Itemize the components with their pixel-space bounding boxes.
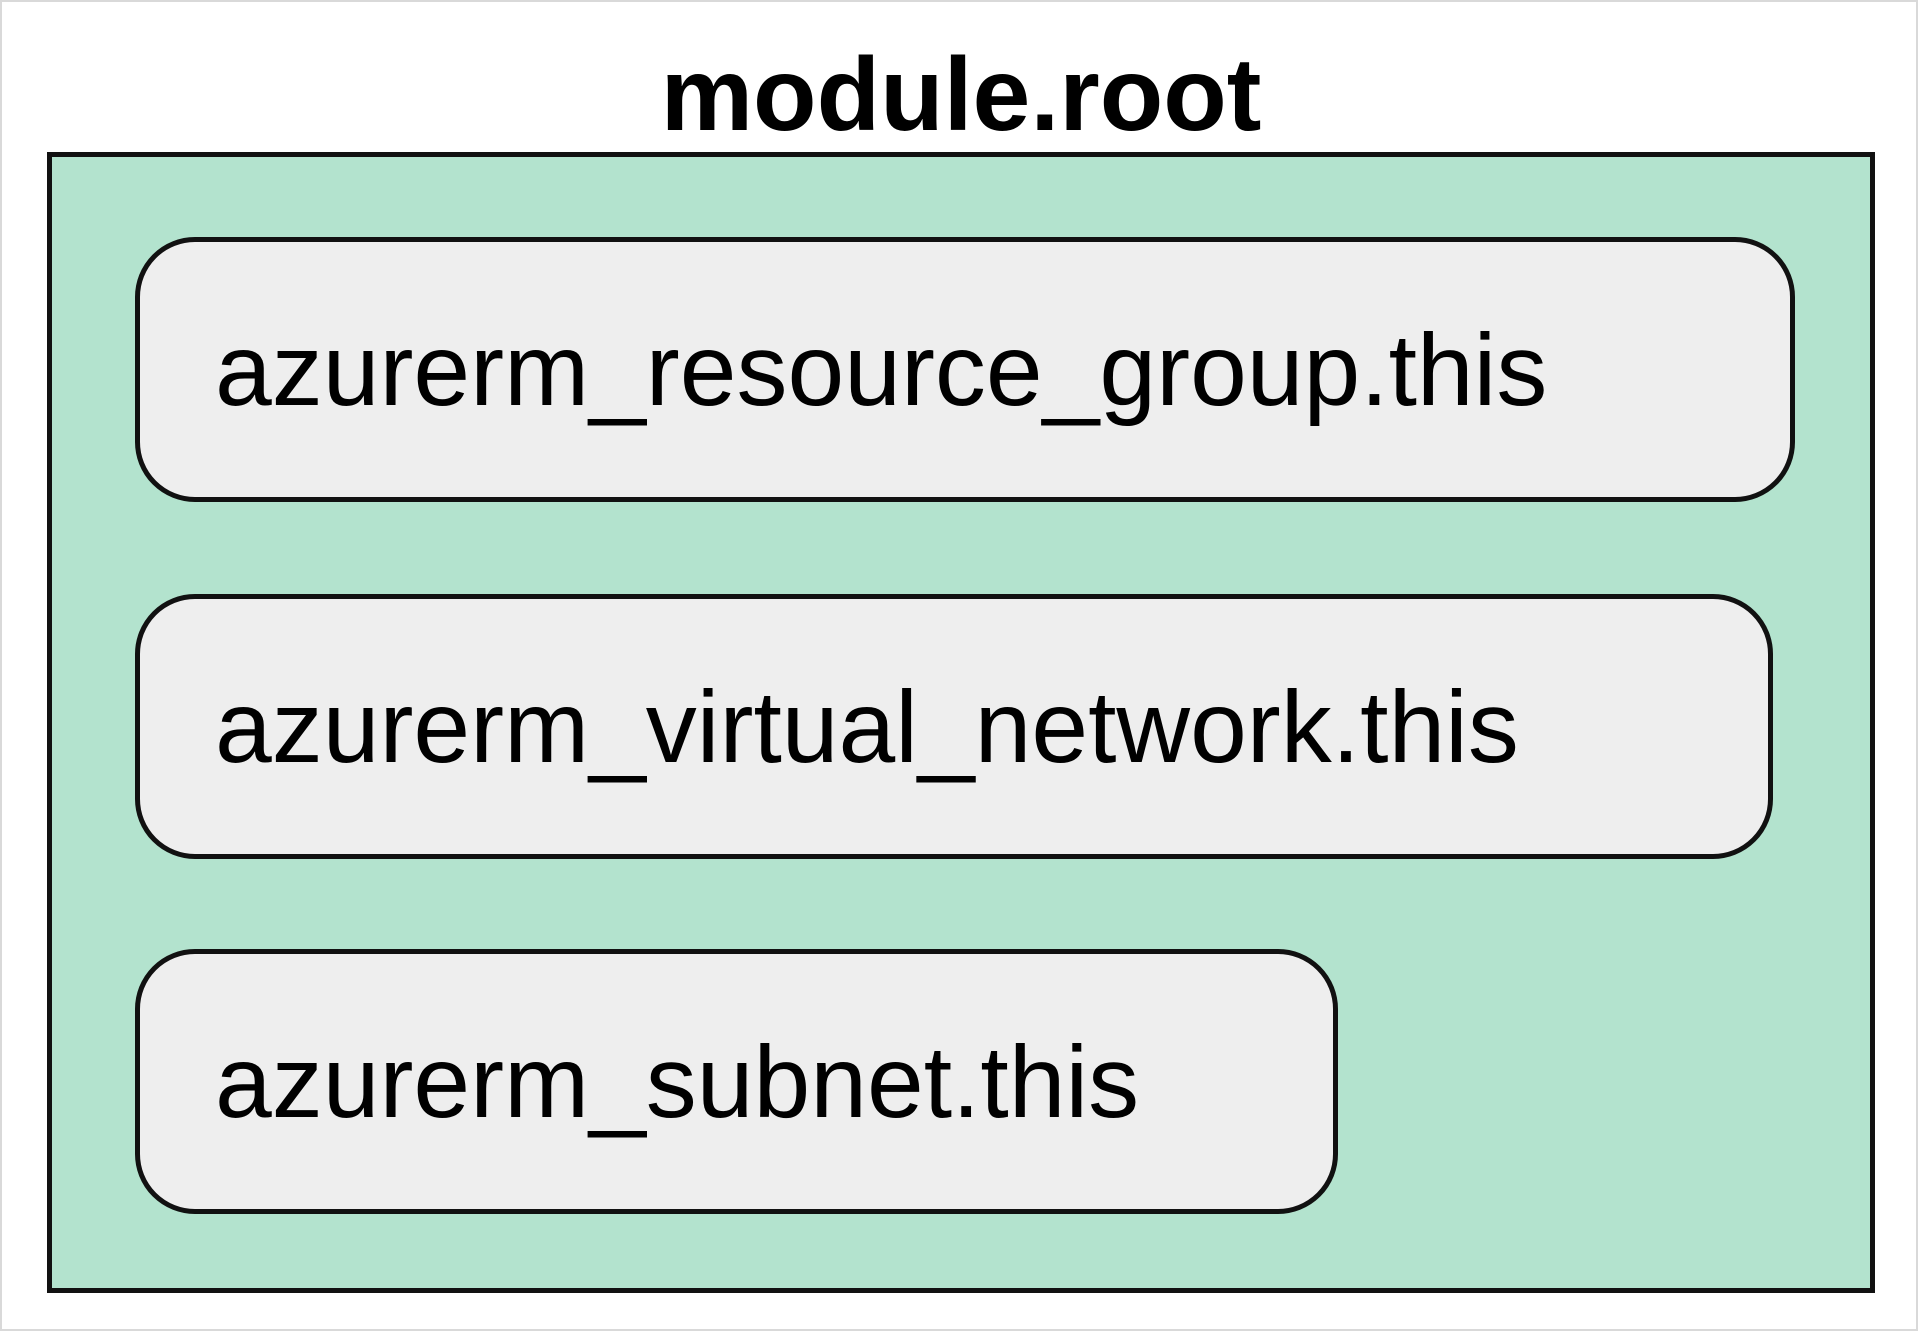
resource-label: azurerm_virtual_network.this (215, 669, 1519, 784)
resource-node: azurerm_resource_group.this (135, 237, 1795, 502)
resource-node: azurerm_subnet.this (135, 949, 1338, 1214)
module-cluster: azurerm_resource_group.this azurerm_virt… (47, 152, 1875, 1293)
resource-node: azurerm_virtual_network.this (135, 594, 1773, 859)
module-title: module.root (660, 37, 1262, 153)
resource-label: azurerm_subnet.this (215, 1024, 1140, 1139)
resource-label: azurerm_resource_group.this (215, 312, 1548, 427)
